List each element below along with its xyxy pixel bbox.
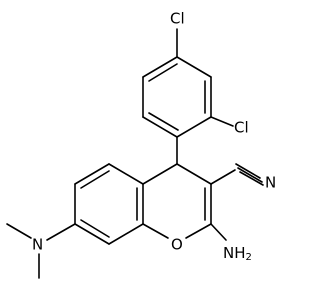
pyran-ring: [142, 163, 212, 239]
bond: [80, 170, 110, 189]
bond: [185, 223, 212, 239]
bond: [74, 163, 110, 185]
bond: [46, 223, 76, 241]
bond: [237, 167, 263, 183]
bond: [142, 56, 178, 78]
bond: [176, 116, 212, 138]
bond: [74, 223, 110, 245]
benzo-ring: [74, 163, 144, 245]
bond: [148, 63, 178, 82]
amino-nh-label: NH: [223, 244, 246, 262]
dimethylamino-nitrogen-label: N: [32, 236, 43, 254]
bond: [210, 169, 236, 185]
methyl-bond: [6, 223, 32, 239]
bond: [235, 163, 261, 179]
bond: [239, 171, 264, 186]
bond: [80, 219, 110, 238]
bond: [142, 223, 169, 239]
chlorine-right-label: Cl: [234, 119, 249, 137]
chlorine-top-label: Cl: [170, 10, 185, 28]
bond: [142, 116, 178, 138]
bond: [108, 223, 144, 245]
bond: [142, 163, 178, 185]
amino-group-label: NH2: [223, 244, 252, 264]
bond: [176, 56, 212, 78]
amino-subscript: 2: [246, 252, 252, 263]
bond: [210, 223, 227, 241]
dichlorophenyl-ring: [142, 56, 212, 138]
bond-to-cl-right: [210, 116, 234, 127]
molecule-structure: Cl Cl O N NH2 N: [6, 10, 276, 279]
nitrile-nitrogen-label: N: [265, 174, 276, 192]
ring-oxygen-label: O: [171, 236, 183, 254]
bond: [108, 163, 144, 185]
bond: [176, 163, 212, 185]
bond: [148, 112, 179, 131]
